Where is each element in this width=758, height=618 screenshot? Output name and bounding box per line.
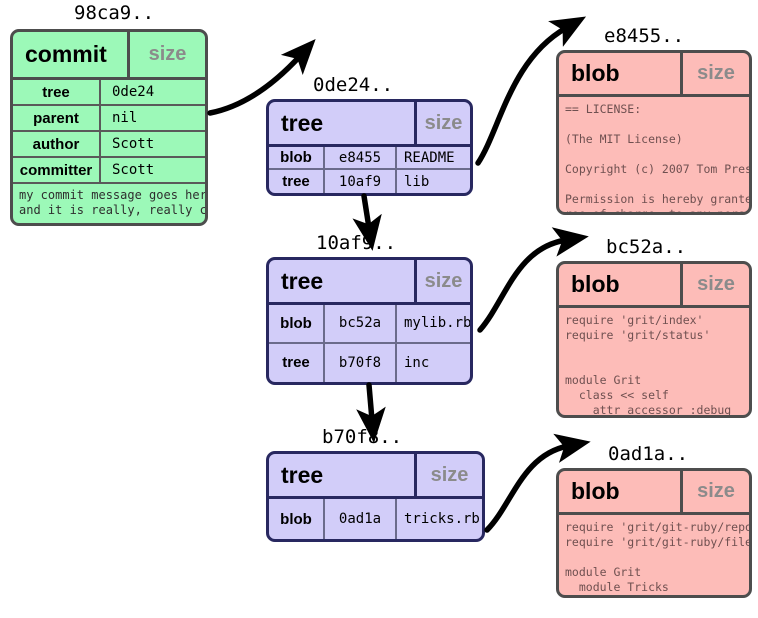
- tree-entry-hash: 10af9: [325, 170, 397, 193]
- blob3-size-label: size: [697, 480, 735, 502]
- blob-node-bc52a[interactable]: blob size require 'grit/index' require '…: [556, 261, 752, 418]
- arrow-tree2-to-tree3: [356, 382, 386, 444]
- tree-entry-mode: blob: [269, 147, 325, 169]
- tree-entry-name: README: [404, 149, 455, 166]
- commit-message-line1: my commit message goes here: [19, 188, 208, 202]
- blob2-hash-label: bc52a..: [606, 236, 687, 258]
- tree-entry-hash: 0ad1a: [325, 499, 397, 539]
- commit-field-value: nil: [112, 110, 138, 126]
- tree-entry-mode: tree: [269, 343, 325, 382]
- tree-entry-row[interactable]: tree 10af9 lib: [269, 170, 470, 193]
- tree1-header: tree size: [269, 102, 470, 147]
- blob2-size-label: size: [697, 273, 735, 295]
- tree1-type-label: tree: [269, 102, 417, 144]
- commit-field-key: committer: [13, 158, 101, 182]
- commit-field-value: Scott: [112, 136, 155, 152]
- tree2-type-label: tree: [269, 260, 417, 302]
- blob1-header: blob size: [559, 53, 749, 97]
- commit-message-line2: and it is really, really cool: [19, 203, 208, 217]
- tree1-hash-label: 0de24..: [313, 74, 394, 96]
- blob2-header: blob size: [559, 264, 749, 308]
- commit-field-row: parent nil: [13, 106, 205, 132]
- blob3-type-label: blob: [559, 471, 683, 512]
- tree-entry-row[interactable]: blob bc52a mylib.rb: [269, 305, 470, 344]
- tree-entry-hash: e8455: [325, 147, 397, 169]
- tree2-hash-label: 10af9..: [316, 232, 397, 254]
- blob3-hash-label: 0ad1a..: [608, 443, 689, 465]
- tree-entry-mode: tree: [269, 170, 325, 193]
- tree-entry-name: inc: [404, 354, 430, 371]
- arrow-tree1-to-blob1: [475, 16, 587, 166]
- commit-field-key: author: [13, 132, 101, 156]
- commit-field-key: parent: [13, 106, 101, 130]
- tree-entry-name: lib: [404, 173, 430, 190]
- blob1-size-label: size: [697, 62, 735, 84]
- blob2-content: require 'grit/index' require 'grit/statu…: [565, 313, 732, 415]
- commit-field-value: Scott: [112, 162, 155, 178]
- tree-entry-mode: blob: [269, 499, 325, 539]
- blob1-content: == LICENSE: (The MIT License) Copyright …: [565, 102, 749, 212]
- tree1-size-label: size: [424, 111, 463, 134]
- tree-node-0de24[interactable]: tree size blob e8455 README tree 10af9 l…: [266, 99, 473, 196]
- blob2-type-label: blob: [559, 264, 683, 305]
- blob3-content: require 'grit/git-ruby/reposi require 'g…: [565, 520, 749, 594]
- tree3-header: tree size: [269, 454, 482, 499]
- tree3-hash-label: b70f8..: [322, 426, 403, 448]
- commit-node[interactable]: commit size tree 0de24 parent nil author…: [10, 29, 208, 226]
- tree3-size-label: size: [430, 463, 469, 486]
- blob-node-0ad1a[interactable]: blob size require 'grit/git-ruby/reposi …: [556, 468, 752, 598]
- blob1-hash-label: e8455..: [604, 25, 685, 47]
- tree-node-10af9[interactable]: tree size blob bc52a mylib.rb tree b70f8…: [266, 257, 473, 385]
- tree-node-b70f8[interactable]: tree size blob 0ad1a tricks.rb: [266, 451, 485, 542]
- commit-field-value: 0de24: [112, 84, 155, 100]
- commit-header: commit size: [13, 32, 205, 80]
- tree2-size-label: size: [424, 269, 463, 292]
- tree-entry-row[interactable]: blob e8455 README: [269, 147, 470, 171]
- tree-entry-mode: blob: [269, 305, 325, 342]
- tree-entry-row[interactable]: tree b70f8 inc: [269, 343, 470, 382]
- commit-field-key: tree: [13, 80, 101, 104]
- tree2-header: tree size: [269, 260, 470, 305]
- commit-field-row: tree 0de24: [13, 80, 205, 106]
- tree-entry-name: mylib.rb: [404, 315, 472, 332]
- tree-entry-name: tricks.rb: [404, 511, 480, 527]
- blob1-type-label: blob: [559, 53, 683, 94]
- commit-field-row: author Scott: [13, 132, 205, 158]
- arrow-tree2-to-blob2: [477, 227, 589, 333]
- commit-size-label: size: [148, 43, 187, 65]
- blob-node-e8455[interactable]: blob size == LICENSE: (The MIT License) …: [556, 50, 752, 215]
- tree3-type-label: tree: [269, 454, 417, 496]
- blob3-header: blob size: [559, 471, 749, 515]
- tree-entry-hash: bc52a: [325, 305, 397, 342]
- commit-field-row: committer Scott: [13, 158, 205, 184]
- commit-message: my commit message goes here and it is re…: [13, 184, 205, 223]
- arrow-tree1-to-tree2: [352, 193, 382, 251]
- tree-entry-row[interactable]: blob 0ad1a tricks.rb: [269, 499, 482, 539]
- tree-entry-hash: b70f8: [325, 343, 397, 382]
- commit-hash-label: 98ca9..: [74, 2, 155, 24]
- commit-type-label: commit: [13, 32, 130, 77]
